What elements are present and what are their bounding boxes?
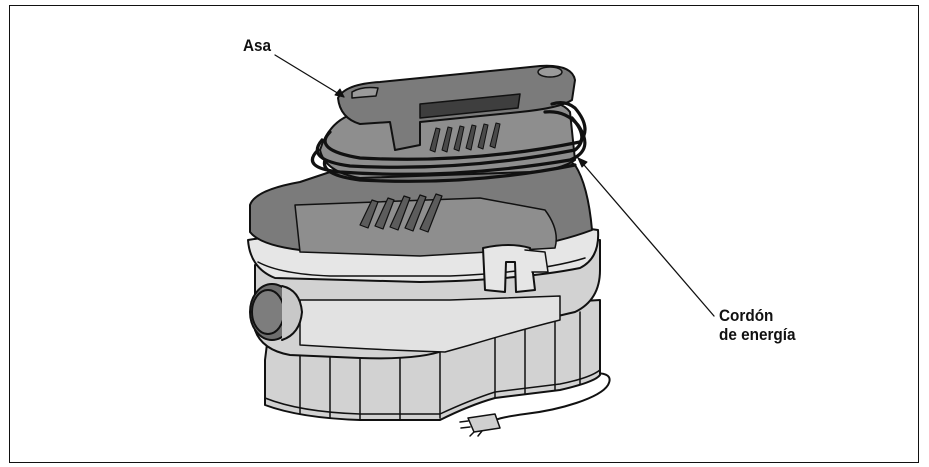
power-cord-callout-label-line2: de energía	[719, 325, 796, 344]
power-plug	[459, 413, 501, 437]
canister-bottom-ring	[264, 369, 601, 415]
lid-vents	[359, 193, 443, 233]
handle-grip-opening	[419, 93, 521, 119]
handle-button	[351, 86, 379, 99]
cord-leader-line	[577, 157, 715, 317]
handle-leader-arrow	[334, 88, 345, 98]
canister-scallop	[299, 295, 561, 353]
motor-slots	[429, 122, 501, 153]
port-inner	[251, 289, 285, 335]
handle-callout-label: Asa	[243, 36, 272, 55]
cord-leader-arrow	[577, 157, 588, 168]
lid-latch	[482, 244, 536, 293]
port-collar	[281, 285, 303, 341]
handle-leader-line	[274, 54, 345, 98]
coiled-power-cord	[311, 101, 587, 183]
handle-knob	[537, 66, 563, 78]
power-cord-callout-label-line1: Cordón	[719, 306, 774, 325]
rim-groove	[257, 257, 586, 277]
